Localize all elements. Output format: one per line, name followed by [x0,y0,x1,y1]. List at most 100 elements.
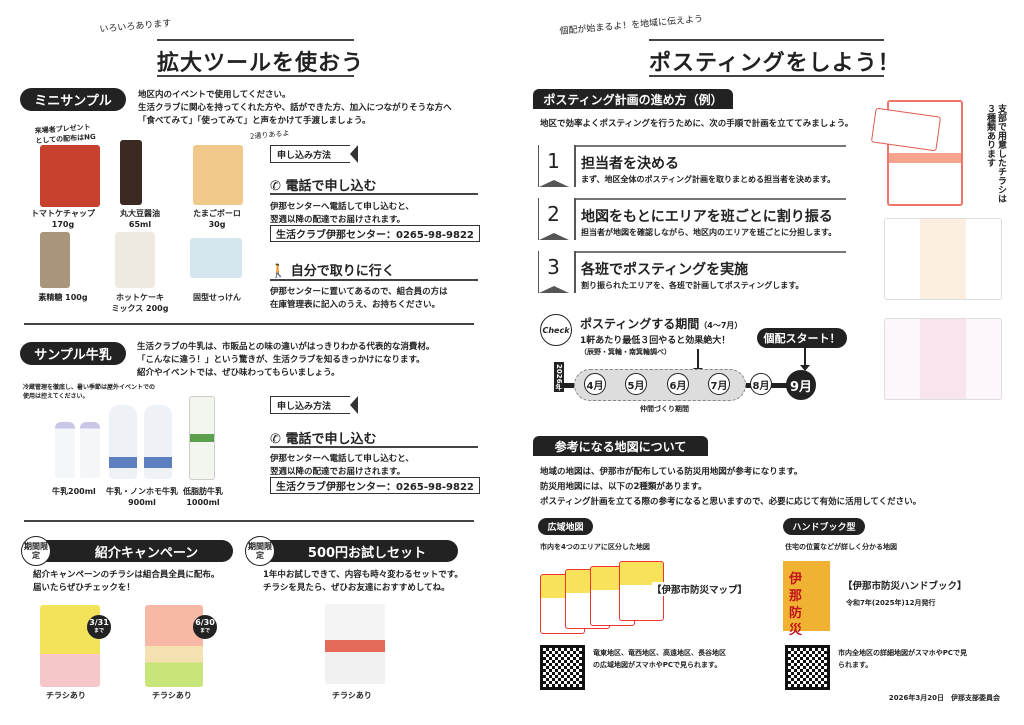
product-image [40,232,70,288]
milk-label: 牛乳200ml [52,487,96,496]
product-image [115,232,155,288]
product-name: 丸大豆醤油 [120,209,160,218]
handbook-issued: 令和7年(2025年)12月発行 [846,599,936,607]
product-image [190,238,242,278]
period-tip: 1軒あたり最低３回やると効果絶大！ [580,336,731,346]
milk-note: 冷蔵管理を徹底し、暑い季節は屋外イベントでの使用は控えてください。 [23,384,156,400]
phone-apply-heading: ✆ 電話で申し込む [270,179,377,194]
phone-desc: 伊那センターへ電話して申し込むと、翌週以降の配達でお届けされます。 [270,454,414,477]
product-name: ホットケーキ [116,293,164,302]
step-desc: 担当者が地図を確認しながら、地区内のエリアを班ごとに分担します。 [581,228,837,237]
campaign-flyer-2 [145,605,203,687]
milk-900ml-image [144,405,172,479]
step-desc: まず、地区全体のポスティング計画を取りまとめる担当者を決めます。 [581,175,836,184]
month-marker: 4月 [584,373,606,395]
posting-flyer-3 [884,318,1002,400]
handbook-qr-code[interactable] [785,645,830,690]
step-title: 担当者を決める [581,156,679,172]
divider [24,520,474,522]
phone-number: 生活クラブ伊那センター：0265-98-9822 [270,225,480,242]
trial-set-label: 500円お試しセット [256,540,458,562]
trial-flyer [325,604,385,684]
milk-200ml-image [80,422,100,478]
milk-900ml-image [109,405,137,479]
posting-plan-label: ポスティング計画の進め方（例） [533,89,733,109]
step-number: 3 [538,251,569,293]
wide-map-qr-code[interactable] [540,645,585,690]
step-number: 1 [538,145,569,187]
divider [270,193,478,195]
arrow-down-icon [693,349,703,374]
limited-badge: 期間限定 [245,536,275,566]
phone-number: 生活クラブ伊那センター：0265-98-9822 [270,477,480,494]
product-name: 素精糖 100g [38,293,88,302]
product-label: 固型せっけん [177,292,257,303]
wide-map-name: 【伊那市防災マップ】 [652,582,748,596]
posting-flyer-2 [884,218,1002,300]
divider [24,323,474,325]
handbook-label: ハンドブック型 [783,518,865,535]
phone-icon: ✆ [270,432,281,447]
timeline-year: 2026年 [554,362,564,393]
step-desc: 割り振られたエリアを、各班で計画してポスティングします。 [581,281,804,290]
wide-map-qr-text: 竜東地区、竜西地区、高遠地区、長谷地区の広域地図がスマホやPCで見られます。 [593,649,726,669]
step-title: 地図をもとにエリアを班ごとに割り振る [581,209,833,225]
friend-period-label: 仲間づくり期間 [640,405,689,413]
product-image [40,145,100,207]
mini-note: 来場者プレゼントとしての配布はNG [34,123,96,146]
walking-person-icon: 🚶 [270,264,287,279]
wide-map-sub: 市内を4つのエリアに区分した地図 [540,543,650,551]
apply-method-label: 申し込み方法 [270,396,358,414]
divider [157,39,354,41]
month-marker: 8月 [750,373,772,395]
arrow-down-icon [800,348,810,371]
campaign-desc: 紹介キャンペーンのチラシは組合員全員に配布。届いたらぜひチェックを！ [33,570,220,593]
handbook-cover: 伊那防災 [783,561,830,638]
product-label: 素精糖 100g [23,292,103,303]
left-kicker: いろいろあります [99,18,172,35]
footer: 2026年3月20日 伊那支部委員会 [888,694,1000,702]
maps-desc: 地域の地図は、伊那市が配布している防災用地図が参考になります。防災用地図には、以… [540,467,922,507]
month-marker: 6月 [667,373,689,395]
divider [649,39,884,41]
referral-campaign-label: 紹介キャンペーン [34,540,233,562]
step-title: 各班でポスティングを実施 [581,262,749,278]
product-size: ミックス 200g [111,304,169,313]
product-image [193,145,243,205]
mini-sample-label: ミニサンプル [20,88,126,111]
divider [157,75,354,77]
month-marker: 9月 [786,370,816,400]
period-title: ポスティングする期間（4〜7月） [580,317,743,331]
product-size: 30g [208,220,226,229]
milk-200ml-image [55,422,75,478]
check-badge: Check [540,314,572,346]
period-source: （辰野・箕輪・南箕輪調べ） [580,348,671,356]
apply-hint: 2通りあるよ [249,129,290,141]
flyer-note: 支部で用意したチラシは３種類あります [985,104,1006,203]
handbook-sub: 住宅の位置などが詳しく分かる地図 [785,543,897,551]
phone-apply-heading: ✆ 電話で申し込む [270,432,377,447]
phone-desc: 伊那センターへ電話して申し込むと、翌週以降の配達でお届けされます。 [270,202,414,225]
step-number: 2 [538,198,569,240]
wide-map-label: 広域地図 [538,518,593,535]
plan-intro: 地区で効率よくポスティングを行うために、次の手順で計画を立ててみましょう。 [540,119,854,129]
plan-step: 2 地図をもとにエリアを班ごとに割り振る担当者が地図を確認しながら、地区内のエリア… [538,198,848,243]
phone-icon: ✆ [270,179,281,194]
lowfat-milk-image [189,396,215,480]
product-size: 170g [51,220,75,229]
delivery-start-label: 個配スタート！ [757,328,847,348]
self-desc: 伊那センターに置いてあるので、組合員の方は在庫管理表に記入のうえ、お持ちください… [270,287,448,310]
product-name: 固型せっけん [193,293,241,302]
milk-desc: 生活クラブの牛乳は、市販品との味の違いがはっきりわかる代表的な消費材。「こんなに… [137,342,435,378]
trial-desc: 1年中お試しできて、内容も時々変わるセットです。チラシを見たら、ぜひお友達におす… [263,570,463,593]
mini-desc: 地区内のイベントで使用してください。生活クラブに関心を持ってくれた方や、話ができ… [138,90,452,126]
right-title: ポスティングをしよう！ [649,51,901,76]
flyer-caption: チラシあり [332,691,372,700]
month-marker: 7月 [708,373,730,395]
apply-method-label: 申し込み方法 [270,145,358,163]
